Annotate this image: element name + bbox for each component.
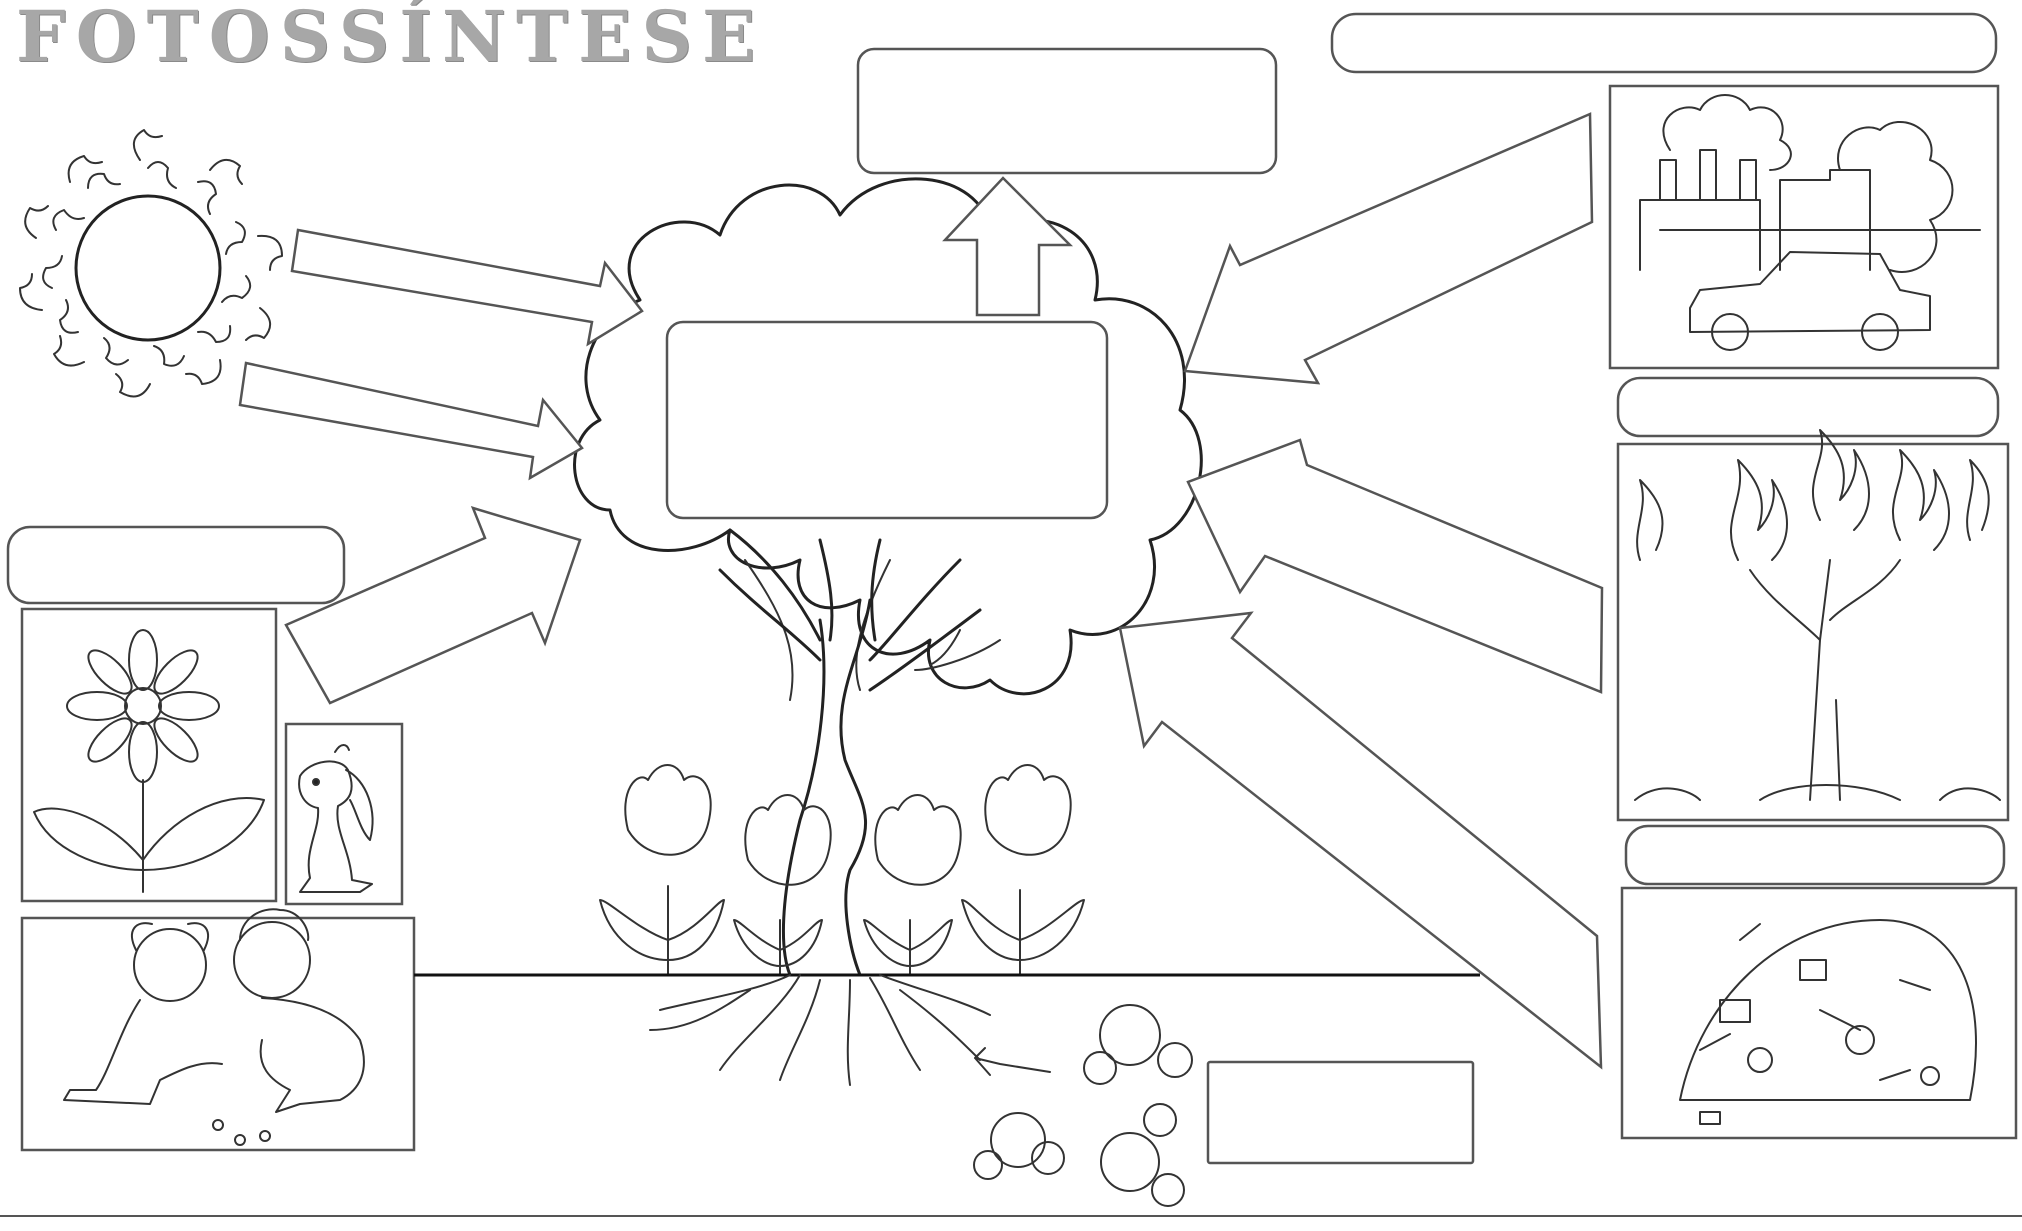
- arrow-garbage-to-tree: [1120, 613, 1601, 1067]
- arrow-up-oxygen: [945, 178, 1070, 315]
- small-arrow-to-roots: [975, 1048, 1050, 1075]
- mineral-bubbles: [974, 1005, 1192, 1206]
- answer-box-garbage[interactable]: [1626, 826, 2004, 884]
- answer-box-top-right[interactable]: [1332, 14, 1996, 72]
- answer-box-living-beings[interactable]: [8, 527, 344, 603]
- frame-factory: [1610, 86, 1998, 368]
- arrow-sun-to-tree-1: [292, 230, 642, 344]
- answer-box-oxygen[interactable]: [858, 49, 1276, 173]
- arrow-sun-to-tree-2: [240, 363, 582, 478]
- sun-icon: [20, 130, 282, 397]
- tree-trunk: [720, 530, 980, 975]
- answer-box-fire[interactable]: [1618, 378, 1998, 436]
- frame-flower: [22, 609, 276, 901]
- tulips: [600, 765, 1084, 975]
- frame-dog: [286, 724, 402, 904]
- roots: [650, 975, 990, 1085]
- answer-box-minerals[interactable]: [1208, 1062, 1473, 1163]
- answer-box-tree-canopy[interactable]: [667, 322, 1107, 518]
